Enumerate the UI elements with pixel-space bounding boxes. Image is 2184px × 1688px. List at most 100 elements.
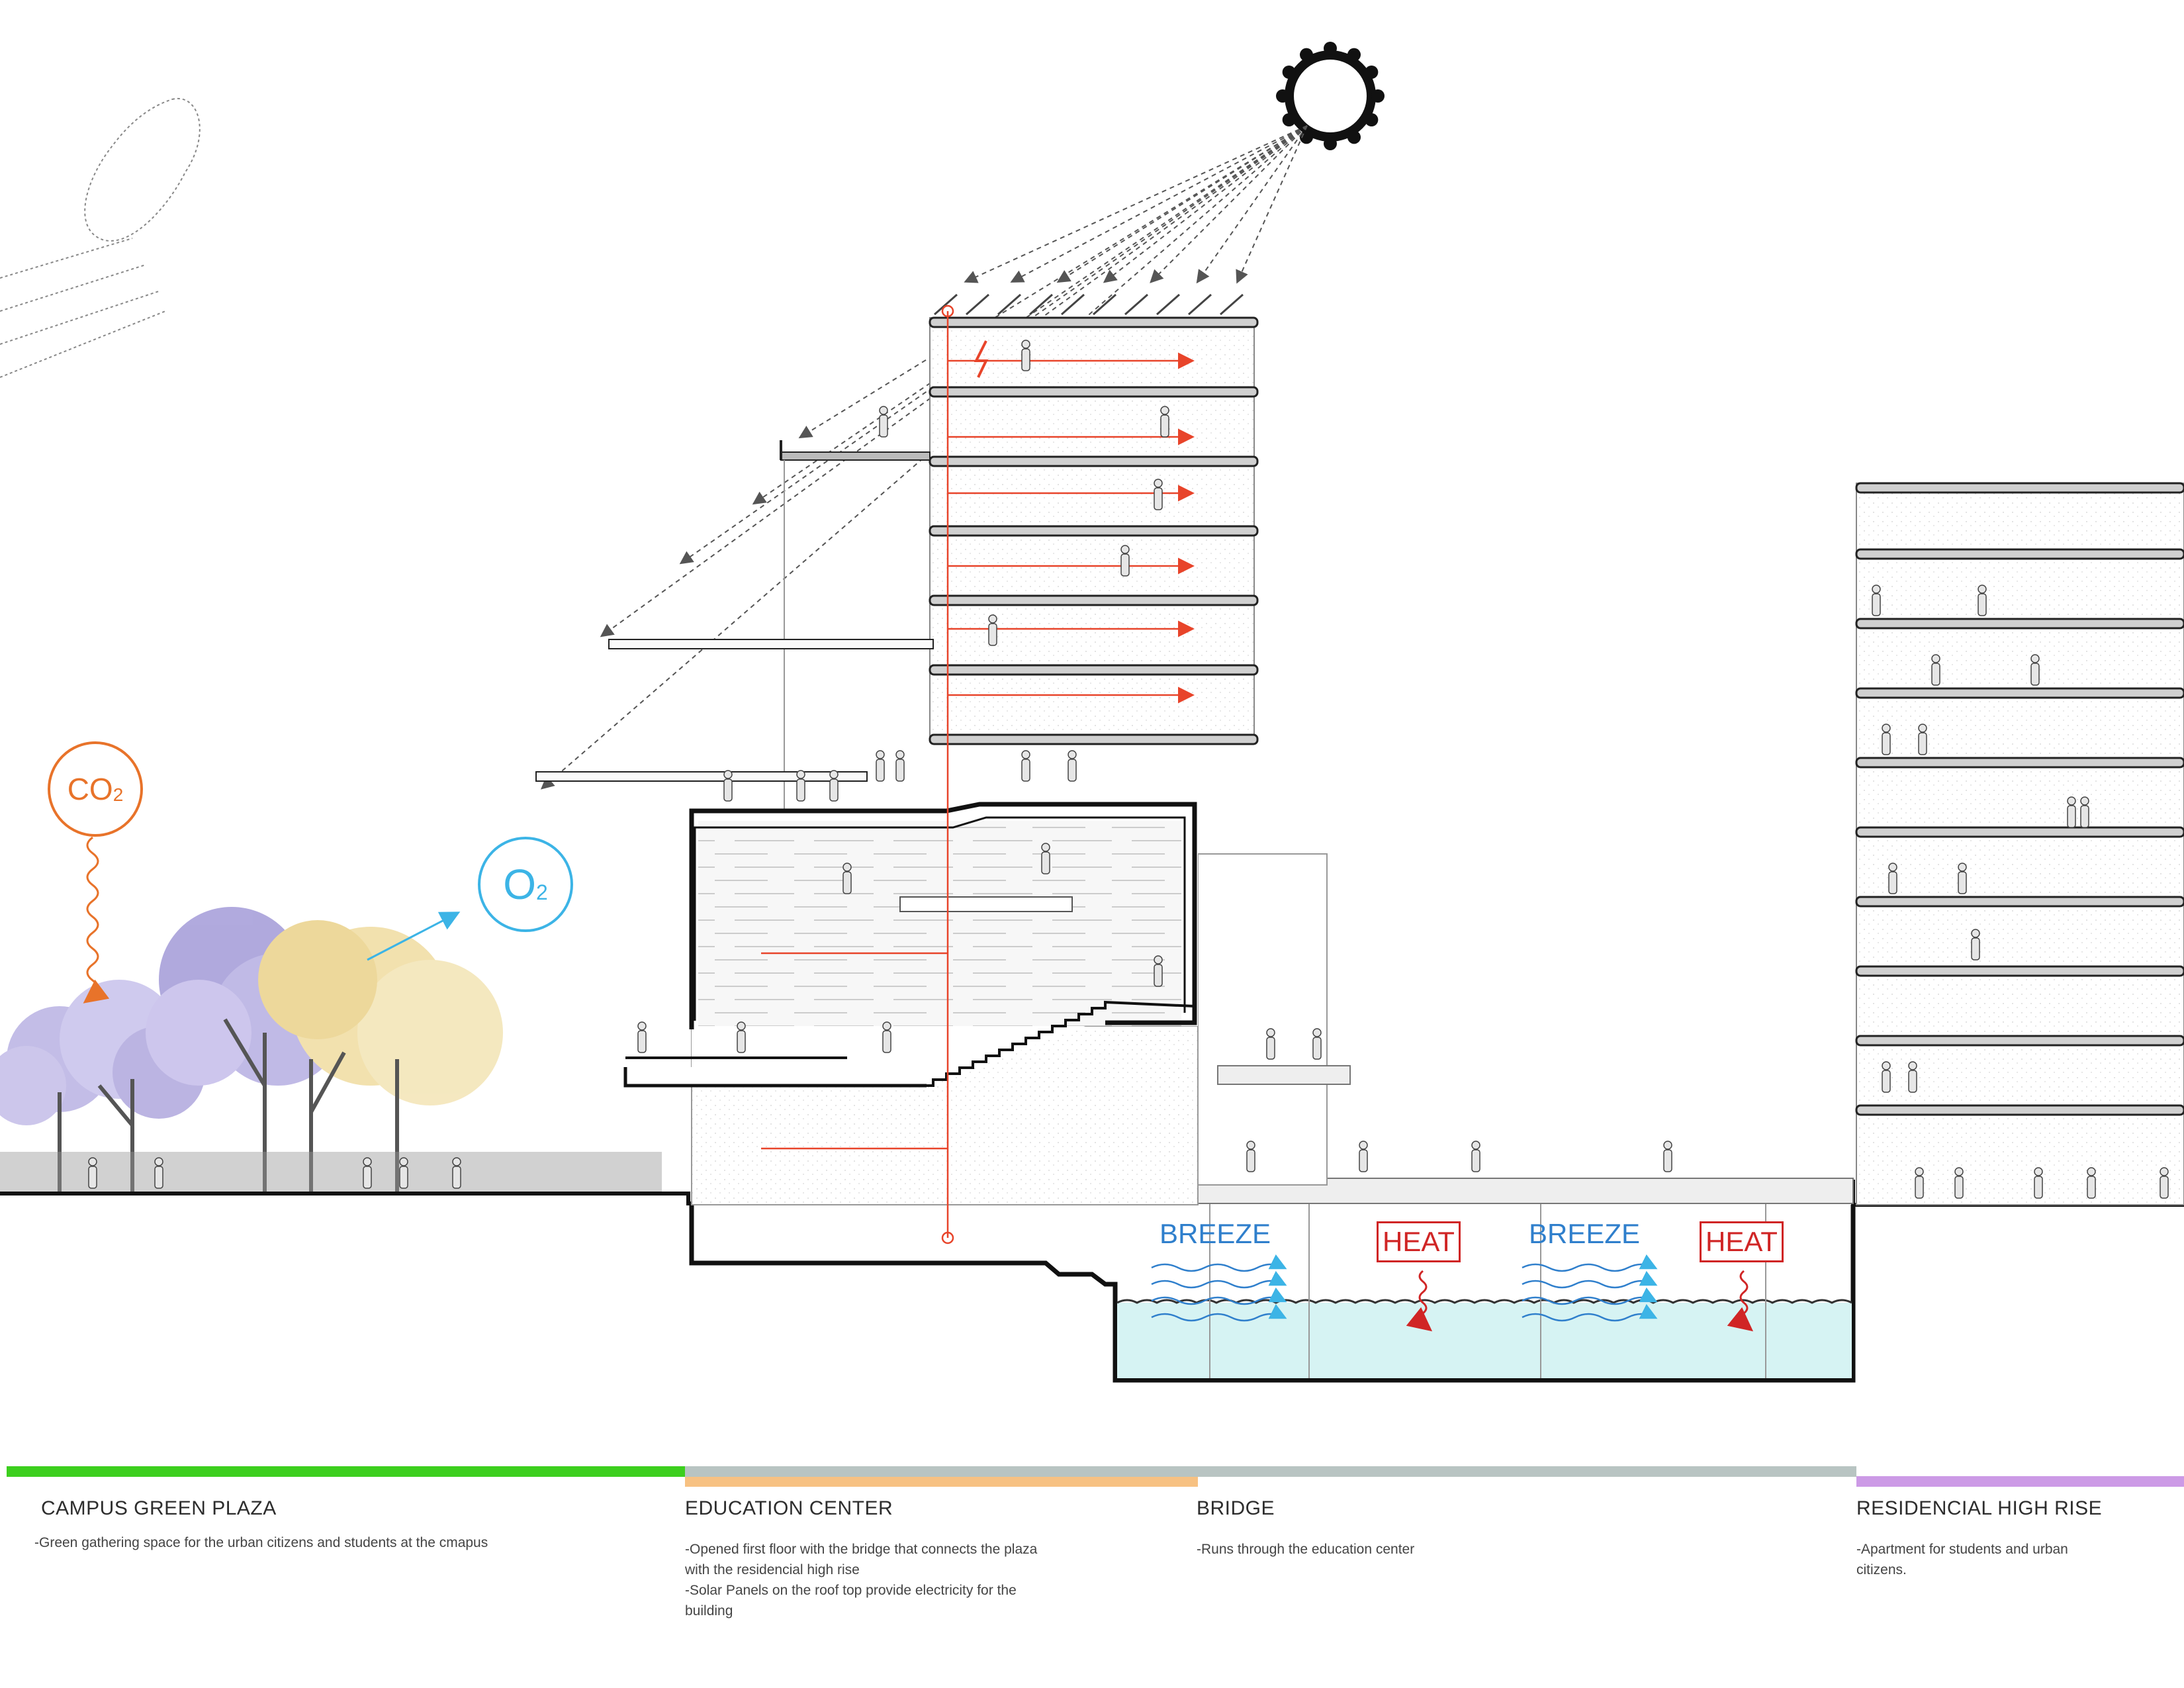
breeze-wave: [1151, 1254, 1287, 1272]
person-figure: [2080, 796, 2089, 828]
solar-panel: [1093, 293, 1116, 316]
band-campus-green-plaza: [7, 1466, 688, 1477]
tower-floor-slab: [929, 525, 1259, 537]
zone-desc-line: -Solar Panels on the roof top provide el…: [685, 1583, 1017, 1598]
breeze-waves: [1151, 1254, 1658, 1322]
tower-floor-slab: [929, 386, 1259, 398]
person-figure: [1120, 545, 1130, 577]
person-figure: [2087, 1167, 2096, 1199]
heat-arrow: [1727, 1270, 1754, 1332]
terrace-ledges: [535, 639, 934, 782]
breeze-wave: [1151, 1270, 1287, 1289]
person-figure: [2034, 1167, 2043, 1199]
solar-panel: [1220, 293, 1244, 316]
person-figure: [1021, 750, 1030, 782]
breeze-wave: [1522, 1303, 1658, 1322]
co2-label: CO: [67, 772, 113, 806]
breeze-wave: [1151, 1303, 1287, 1322]
person-figure: [876, 750, 885, 782]
co2-wave-arrow: [83, 836, 110, 1004]
person-figure: [1160, 406, 1169, 438]
sun-ray-tip: [1365, 66, 1379, 79]
person-figure: [879, 406, 888, 438]
breeze-wave: [1522, 1270, 1658, 1289]
heat-arrow: [1406, 1270, 1433, 1332]
sun-ray-tip: [1324, 42, 1337, 55]
person-figure: [1931, 654, 1940, 686]
breeze-label-1: BREEZE: [1160, 1218, 1271, 1249]
tower-floor-slab: [929, 733, 1259, 745]
band-education-top: [685, 1466, 1198, 1477]
person-figure: [1918, 724, 1927, 755]
sketch-wind-icon: [0, 97, 201, 378]
person-figure: [88, 1157, 97, 1189]
person-figure: [1872, 585, 1881, 616]
sun-ray: [1236, 125, 1308, 284]
res-floor-slab: [1855, 482, 2184, 494]
res-floor-slab: [1855, 826, 2184, 838]
tower: [929, 293, 1259, 745]
person-figure: [1882, 1061, 1891, 1093]
person-figure: [1312, 1028, 1322, 1060]
zone-desc-line: -Runs through the education center: [1197, 1542, 1415, 1557]
person-figure: [2160, 1167, 2169, 1199]
sun-ray-tip: [1276, 89, 1289, 103]
person-figure: [637, 1021, 647, 1053]
sun-ray-tip: [1347, 130, 1361, 144]
person-figure: [1663, 1141, 1672, 1172]
person-figure: [882, 1021, 891, 1053]
breeze-wave: [1522, 1287, 1658, 1305]
res-floor-slab: [1855, 1104, 2184, 1116]
tower-floor-slab: [929, 455, 1259, 467]
sun-ray-tip: [1300, 48, 1313, 62]
zone-desc-line: -Green gathering space for the urban cit…: [34, 1535, 488, 1550]
annex-block: [1197, 853, 1328, 1186]
o2-arrow: [367, 912, 461, 961]
tower-floor-slab: [929, 316, 1259, 328]
person-figure: [154, 1157, 163, 1189]
sun-ray-tip: [1365, 113, 1379, 126]
solar-panel: [1061, 293, 1085, 316]
sun-ray: [798, 125, 1308, 439]
res-floor-slab: [1855, 896, 2184, 908]
sun-ray-tip: [1282, 66, 1296, 79]
lightning-icon: [974, 340, 989, 378]
person-figure: [842, 863, 852, 894]
sun-ray: [600, 125, 1308, 637]
person-figure: [723, 770, 733, 802]
sun-ray: [1196, 125, 1308, 284]
zone-desc-education-center: -Opened first floor with the bridge that…: [685, 1539, 1148, 1621]
person-figure: [1882, 724, 1891, 755]
person-figure: [895, 750, 905, 782]
zone-desc-bridge: -Runs through the education center: [1197, 1539, 1660, 1560]
res-floor-slab: [1855, 548, 2184, 560]
person-figure: [1266, 1028, 1275, 1060]
solar-panel: [1124, 293, 1148, 316]
trees: [0, 907, 662, 1192]
sun-ray: [1010, 125, 1308, 283]
tower-floor-slab: [929, 594, 1259, 606]
person-figure: [1154, 479, 1163, 510]
sun-ray: [1150, 125, 1308, 283]
sun-ray: [964, 125, 1308, 283]
water-surface: [1116, 1299, 1852, 1304]
tower-floor-slab: [929, 664, 1259, 676]
person-figure: [452, 1157, 461, 1189]
water-pool: [1117, 1303, 1852, 1378]
heat-arrows: [1406, 1270, 1754, 1332]
breeze-label-2: BREEZE: [1529, 1218, 1641, 1249]
zone-desc-line: -Apartment for students and urban: [1856, 1542, 2068, 1557]
co2-subscript: 2: [113, 784, 124, 805]
sun-ray-tip: [1371, 89, 1385, 103]
electric-lines: [761, 305, 1195, 1244]
band-bridge: [1195, 1466, 1856, 1477]
person-figure: [737, 1021, 746, 1053]
people-figures: [88, 340, 2169, 1199]
residential-high-rise: [1855, 482, 2184, 1205]
zone-desc-campus-green-plaza: -Green gathering space for the urban cit…: [34, 1532, 630, 1553]
person-figure: [1068, 750, 1077, 782]
balcony-slab: [780, 451, 931, 461]
person-figure: [1954, 1167, 1964, 1199]
